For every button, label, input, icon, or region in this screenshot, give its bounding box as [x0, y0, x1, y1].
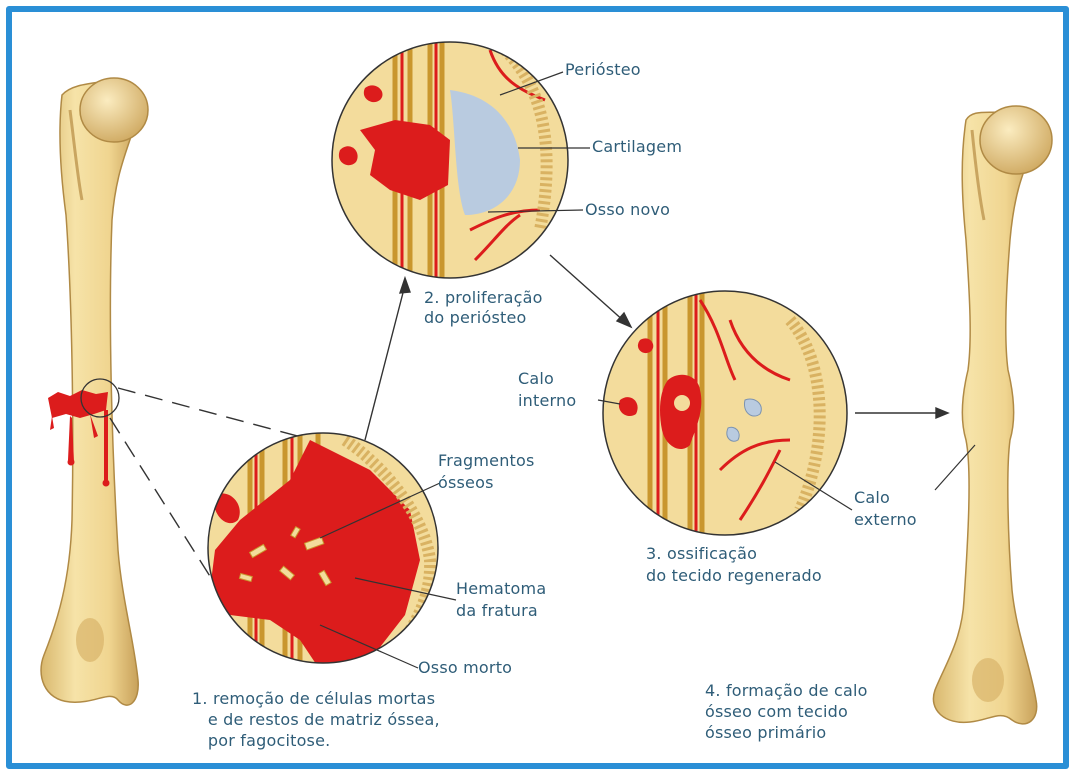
label-osso-morto: Osso morto [418, 658, 512, 678]
label-hematoma: Hematoma da fratura [456, 578, 546, 622]
label-calo-externo: Calo externo [854, 487, 917, 531]
healed-bone [933, 106, 1052, 724]
label-calo-interno: Calo interno [518, 368, 576, 412]
caption-step-4: 4. formação de calo ósseo com tecido óss… [705, 680, 868, 743]
circle-hematoma [200, 430, 450, 670]
circle-proliferation [332, 40, 568, 280]
caption-step-1: 1. remoção de células mortas e de restos… [192, 688, 440, 751]
circle-ossification [603, 290, 847, 540]
label-periosteo: Periósteo [565, 60, 641, 80]
caption-step-2: 2. proliferação do periósteo [424, 288, 543, 328]
label-osso-novo: Osso novo [585, 200, 670, 220]
label-cartilagem: Cartilagem [592, 137, 682, 157]
label-fragmentos: Fragmentos ósseos [438, 450, 535, 494]
caption-step-3: 3. ossificação do tecido regenerado [646, 543, 822, 587]
